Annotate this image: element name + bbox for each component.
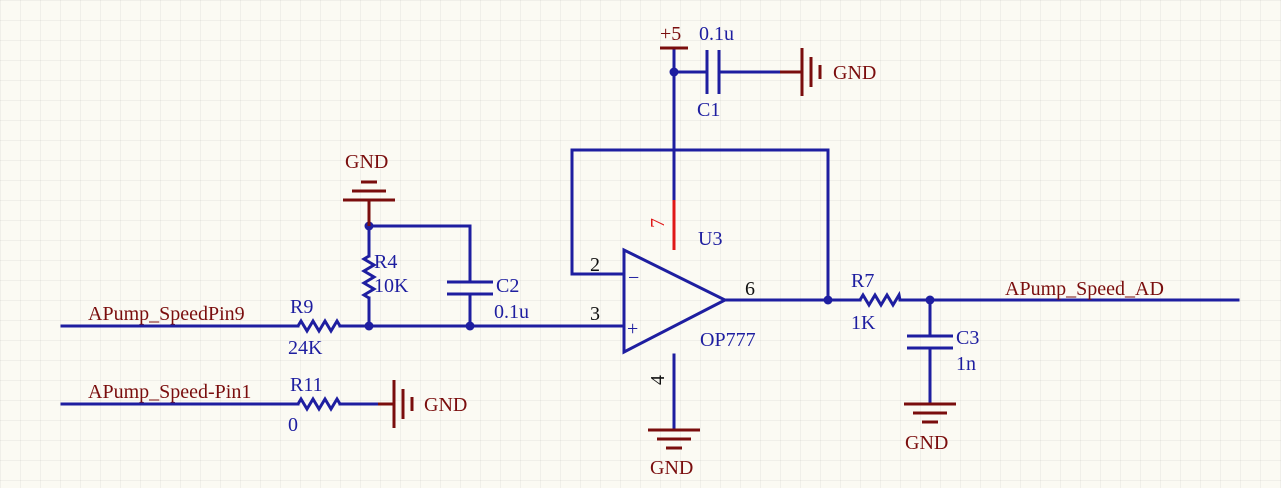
pin-number-3: 3 (590, 303, 600, 325)
net-label-apump-speed-pin1: APump_Speed-Pin1 (88, 381, 251, 403)
r4-designator: R4 (374, 251, 397, 273)
r11-designator: R11 (290, 374, 323, 396)
u3-designator: U3 (698, 228, 722, 250)
opamp-plus-symbol: + (627, 318, 638, 340)
ground-symbol-r4 (343, 180, 395, 226)
c2-value: 0.1u (494, 301, 529, 323)
r7-designator: R7 (851, 270, 874, 292)
net-label-apump-speed-ad: APump_Speed_AD (1005, 278, 1164, 300)
c3-value: 1n (956, 353, 976, 375)
capacitor-c3 (907, 334, 953, 350)
gnd-label-r11: GND (424, 394, 467, 416)
ground-symbol-c1 (780, 48, 822, 96)
c3-designator: C3 (956, 327, 979, 349)
c2-designator: C2 (496, 275, 519, 297)
r11-value: 0 (288, 414, 298, 436)
ground-symbol-c3 (904, 402, 956, 424)
resistor-r11 (296, 396, 342, 412)
junction-dot (669, 67, 679, 77)
r9-value: 24K (288, 337, 323, 359)
resistor-r7 (858, 290, 902, 308)
c1-designator: C1 (697, 99, 720, 121)
opamp-u3: − + (622, 247, 729, 355)
opamp-minus-symbol: − (628, 267, 639, 289)
junction-dot (465, 321, 475, 331)
c1-value: 0.1u (699, 23, 734, 45)
net-label-apump-speedpin9: APump_SpeedPin9 (88, 303, 245, 325)
pin-number-7: 7 (647, 218, 669, 228)
pin-number-2: 2 (590, 254, 600, 276)
resistor-r9 (296, 318, 342, 334)
wires (60, 48, 1240, 430)
ground-symbol-r11 (378, 380, 414, 428)
resistor-r4 (361, 254, 377, 300)
junction-dot (823, 295, 833, 305)
gnd-label-r4: GND (345, 151, 388, 173)
ground-symbol-opamp (648, 428, 700, 450)
pin-number-4: 4 (647, 375, 669, 385)
capacitor-c2 (447, 280, 493, 296)
r4-value: 10K (374, 275, 409, 297)
wire-feedback (570, 148, 830, 302)
junction-dot (925, 295, 935, 305)
junctions (364, 67, 935, 331)
pin-number-6: 6 (745, 278, 755, 300)
capacitor-c1 (705, 50, 721, 94)
gnd-label-c3: GND (905, 432, 948, 454)
power-label-vcc: +5 (660, 23, 681, 45)
gnd-label-c1: GND (833, 62, 876, 84)
wire-c2-top (367, 224, 472, 284)
r7-value: 1K (851, 312, 876, 334)
r9-designator: R9 (290, 296, 313, 318)
gnd-label-opamp: GND (650, 457, 693, 479)
u3-part: OP777 (700, 329, 756, 351)
junction-dot (364, 321, 374, 331)
